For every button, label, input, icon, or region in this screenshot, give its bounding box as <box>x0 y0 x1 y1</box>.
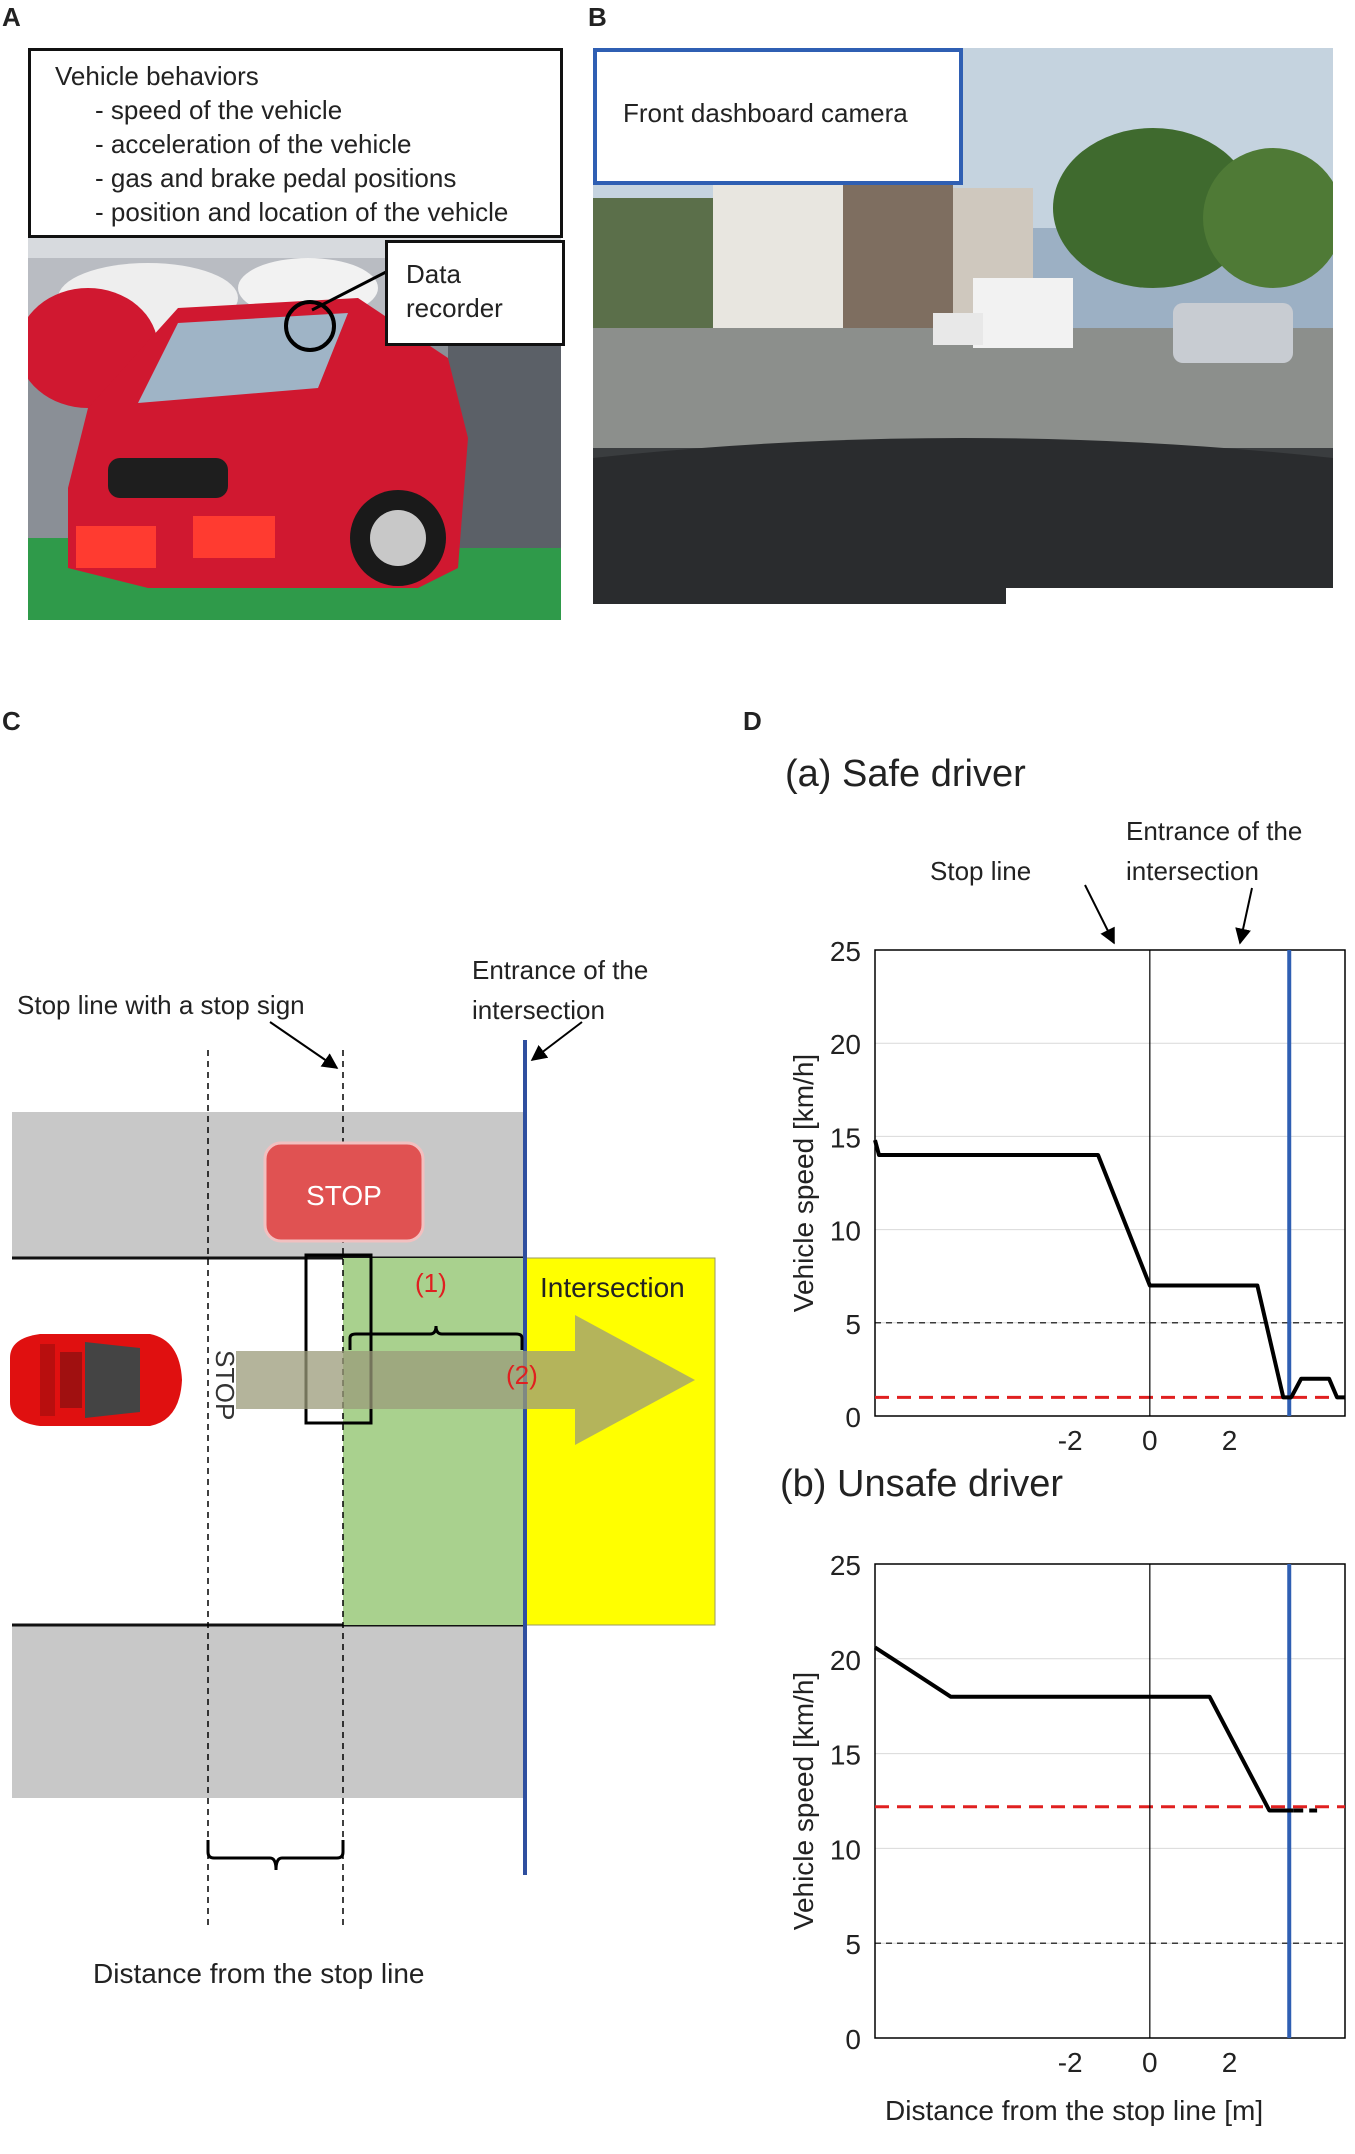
plot-frame <box>874 949 1346 1417</box>
sidewalk-bottom <box>12 1625 525 1798</box>
y-axis-label: Vehicle speed [km/h] <box>788 1054 819 1312</box>
data-recorder-label-line1: Data <box>406 259 461 289</box>
y-tick-label: 25 <box>830 936 861 967</box>
vehicle-behaviors-title: Vehicle behaviors <box>55 61 259 91</box>
recorder-pointer <box>311 268 391 312</box>
x-tick-label: -2 <box>1058 1425 1083 1456</box>
y-tick-label: 10 <box>830 1834 861 1865</box>
plot-frame <box>874 1563 1346 2039</box>
x-tick-label: 2 <box>1222 2047 1238 2078</box>
intersection-label: Intersection <box>540 1272 685 1303</box>
x-tick-label: 0 <box>1142 2047 1158 2078</box>
behavior-item: - speed of the vehicle <box>95 95 343 125</box>
stop-line-pointer <box>269 1021 339 1069</box>
marker-2: (2) <box>506 1360 538 1390</box>
data-recorder-box: Data recorder <box>385 240 565 346</box>
brace-1 <box>348 1325 524 1350</box>
distance-label: Distance from the stop line <box>93 1958 425 1989</box>
chart-b-title: (b) Unsafe driver <box>780 1463 1063 1505</box>
behavior-item: - position and location of the vehicle <box>95 197 509 227</box>
y-axis-label: Vehicle speed [km/h] <box>788 1672 819 1930</box>
y-tick-label: 25 <box>830 1550 861 1581</box>
street-scene-illustration <box>593 48 1333 604</box>
stop-line-pointer-d <box>1084 884 1115 945</box>
stop-marking-box <box>304 1253 373 1425</box>
stop-line-label: Stop line <box>930 856 1031 886</box>
entrance-label: Entrance of the intersection <box>472 950 648 1030</box>
stop-sign-text: STOP <box>306 1180 382 1211</box>
entrance-label-d-line1: Entrance of the <box>1126 816 1302 846</box>
approach-zone <box>343 1258 525 1625</box>
y-tick-label: 10 <box>830 1216 861 1247</box>
speed-series-line <box>873 1645 1294 1813</box>
camera-label-box: Front dashboard camera <box>593 48 963 185</box>
road-marking-text: STOP <box>210 1350 240 1421</box>
x-tick-label: 2 <box>1222 1425 1238 1456</box>
marker-1: (1) <box>415 1268 447 1298</box>
stop-line-sign-label: Stop line with a stop sign <box>17 990 305 1020</box>
camera-label: Front dashboard camera <box>623 98 908 128</box>
panel-letter-d: D <box>743 706 762 736</box>
intersection-diagram <box>10 1021 716 1930</box>
dashboard-camera-photo <box>593 48 1333 604</box>
behavior-item: - gas and brake pedal positions <box>95 163 457 193</box>
speed-series-line <box>873 1139 1345 1400</box>
y-tick-label: 20 <box>830 1645 861 1676</box>
y-tick-label: 20 <box>830 1029 861 1060</box>
entrance-pointer-d <box>1235 887 1253 945</box>
panel-letter-c: C <box>2 706 21 736</box>
chart-a-title: (a) Safe driver <box>785 753 1026 795</box>
entrance-label-d-line2: intersection <box>1126 856 1259 886</box>
intersection-area <box>524 1257 716 1626</box>
vehicle-behaviors-box: Vehicle behaviors - speed of the vehicle… <box>28 48 563 238</box>
chart-safe-driver: 0 5 10 15 20 25 -2 0 2 Vehicle speed [km/h] <box>788 936 1346 1456</box>
data-recorder-label-line2: recorder <box>406 293 503 323</box>
y-tick-label: 15 <box>830 1122 861 1153</box>
panel-letter-a: A <box>2 2 21 32</box>
entrance-label-line2: intersection <box>472 995 605 1025</box>
chart-unsafe-driver: 0 5 10 15 20 25 -2 0 2 Vehicle speed [km/h] <box>788 1550 1346 2078</box>
distance-brace <box>206 1840 345 1871</box>
speed-charts: (a) Safe driver Stop line Entrance of th… <box>780 753 1346 2126</box>
direction-arrow <box>236 1315 695 1445</box>
stop-sign <box>263 1141 425 1243</box>
y-tick-label: 5 <box>845 1309 861 1340</box>
y-tick-label: 15 <box>830 1740 861 1771</box>
entrance-pointer <box>530 1021 583 1061</box>
y-tick-label: 0 <box>845 2024 861 2055</box>
y-tick-label: 5 <box>845 1929 861 1960</box>
panel-letter-b: B <box>588 2 607 32</box>
car-icon <box>10 1334 182 1426</box>
x-tick-label: -2 <box>1058 2047 1083 2078</box>
x-axis-label: Distance from the stop line [m] <box>885 2095 1263 2126</box>
y-tick-label: 0 <box>845 1402 861 1433</box>
x-tick-label: 0 <box>1142 1425 1158 1456</box>
behavior-item: - acceleration of the vehicle <box>95 129 412 159</box>
entrance-label-line1: Entrance of the <box>472 955 649 985</box>
